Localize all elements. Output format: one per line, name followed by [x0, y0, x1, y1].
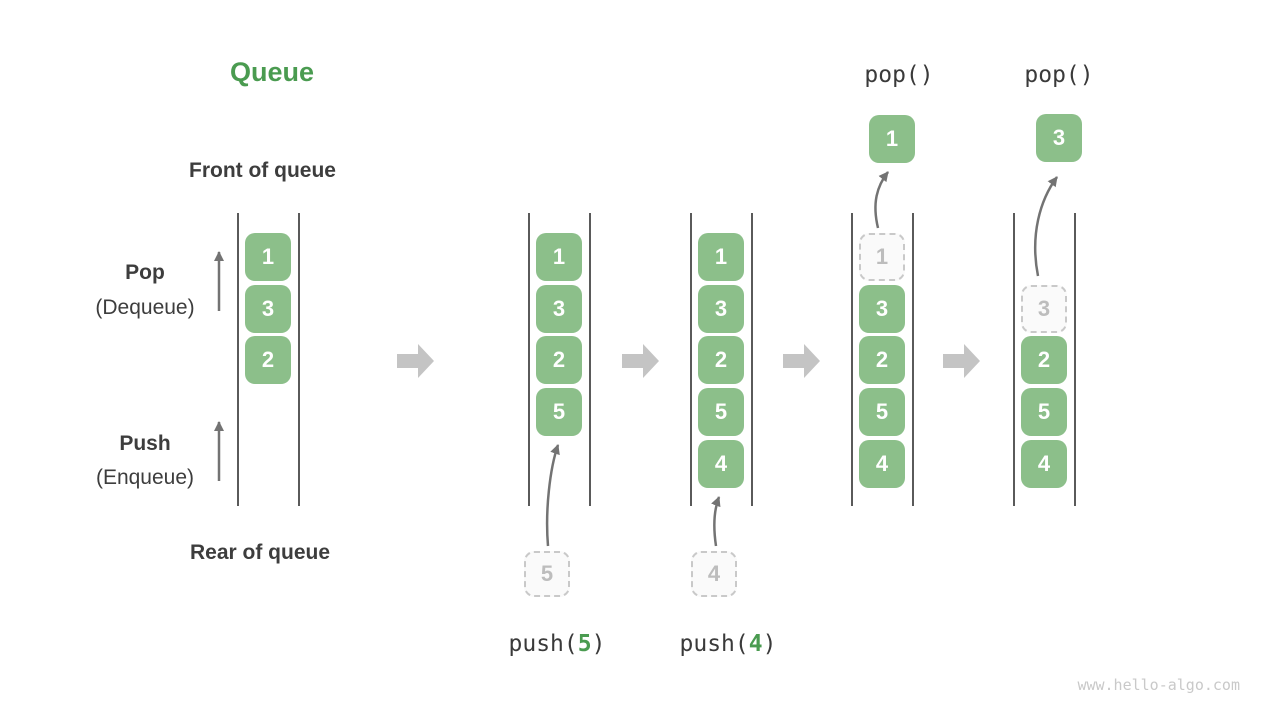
push-call-label: push(4)	[658, 631, 798, 657]
push-call-label: push(5)	[487, 631, 627, 657]
dequeue-label: (Dequeue)	[95, 296, 195, 319]
transition-arrow-icon	[397, 344, 434, 378]
queue-wall-right	[589, 213, 591, 506]
pop-call-label: pop()	[864, 62, 934, 88]
queue-wall-left	[528, 213, 530, 506]
queue-item: 2	[536, 336, 582, 384]
queue-wall-left	[1013, 213, 1015, 506]
queue-item: 1	[245, 233, 291, 281]
queue-item: 3	[698, 285, 744, 333]
transition-arrow-icon	[783, 344, 820, 378]
push-call-prefix: push(	[679, 631, 749, 657]
popped-item: 3	[1036, 114, 1082, 162]
push-call-arg: 4	[748, 631, 763, 657]
queue-item: 3	[245, 285, 291, 333]
queue-wall-left	[690, 213, 692, 506]
queue-wall-left	[851, 213, 853, 506]
queue-item: 2	[859, 336, 905, 384]
queue-item: 1	[536, 233, 582, 281]
transition-arrow-icon	[622, 344, 659, 378]
watermark: www.hello-algo.com	[1077, 676, 1240, 694]
front-of-queue-label: Front of queue	[189, 159, 336, 182]
pop-1-arrow-icon	[874, 171, 889, 229]
queue-item: 3	[859, 285, 905, 333]
queue-item: 1	[698, 233, 744, 281]
push-5-arrow-icon	[545, 444, 560, 547]
transition-arrow-icon	[943, 344, 980, 378]
queue-item: 2	[245, 336, 291, 384]
queue-wall-right	[298, 213, 300, 506]
staged-item: 5	[524, 551, 570, 597]
queue-wall-left	[237, 213, 239, 506]
diagram-title: Queue	[230, 57, 315, 87]
queue-item-popped-placeholder: 3	[1021, 285, 1067, 333]
push-call-suffix: )	[762, 631, 777, 657]
queue-item: 2	[698, 336, 744, 384]
staged-item: 4	[691, 551, 737, 597]
enqueue-label: (Enqueue)	[95, 466, 195, 489]
queue-item: 5	[859, 388, 905, 436]
queue-item: 4	[698, 440, 744, 488]
queue-wall-right	[1074, 213, 1076, 506]
pop-3-arrow-icon	[1033, 176, 1059, 277]
queue-item: 3	[536, 285, 582, 333]
queue-item: 2	[1021, 336, 1067, 384]
push-call-prefix: push(	[508, 631, 578, 657]
queue-item: 5	[536, 388, 582, 436]
queue-wall-right	[751, 213, 753, 506]
queue-wall-right	[912, 213, 914, 506]
push-call-suffix: )	[591, 631, 606, 657]
queue-item-popped-placeholder: 1	[859, 233, 905, 281]
push-label: Push	[119, 432, 171, 455]
push-call-arg: 5	[577, 631, 592, 657]
pop-label: Pop	[125, 261, 165, 284]
queue-item: 4	[859, 440, 905, 488]
pop-call-label: pop()	[1024, 62, 1094, 88]
queue-item: 4	[1021, 440, 1067, 488]
popped-item: 1	[869, 115, 915, 163]
rear-of-queue-label: Rear of queue	[190, 541, 331, 564]
push-4-arrow-icon	[711, 496, 721, 547]
queue-item: 5	[698, 388, 744, 436]
queue-item: 5	[1021, 388, 1067, 436]
